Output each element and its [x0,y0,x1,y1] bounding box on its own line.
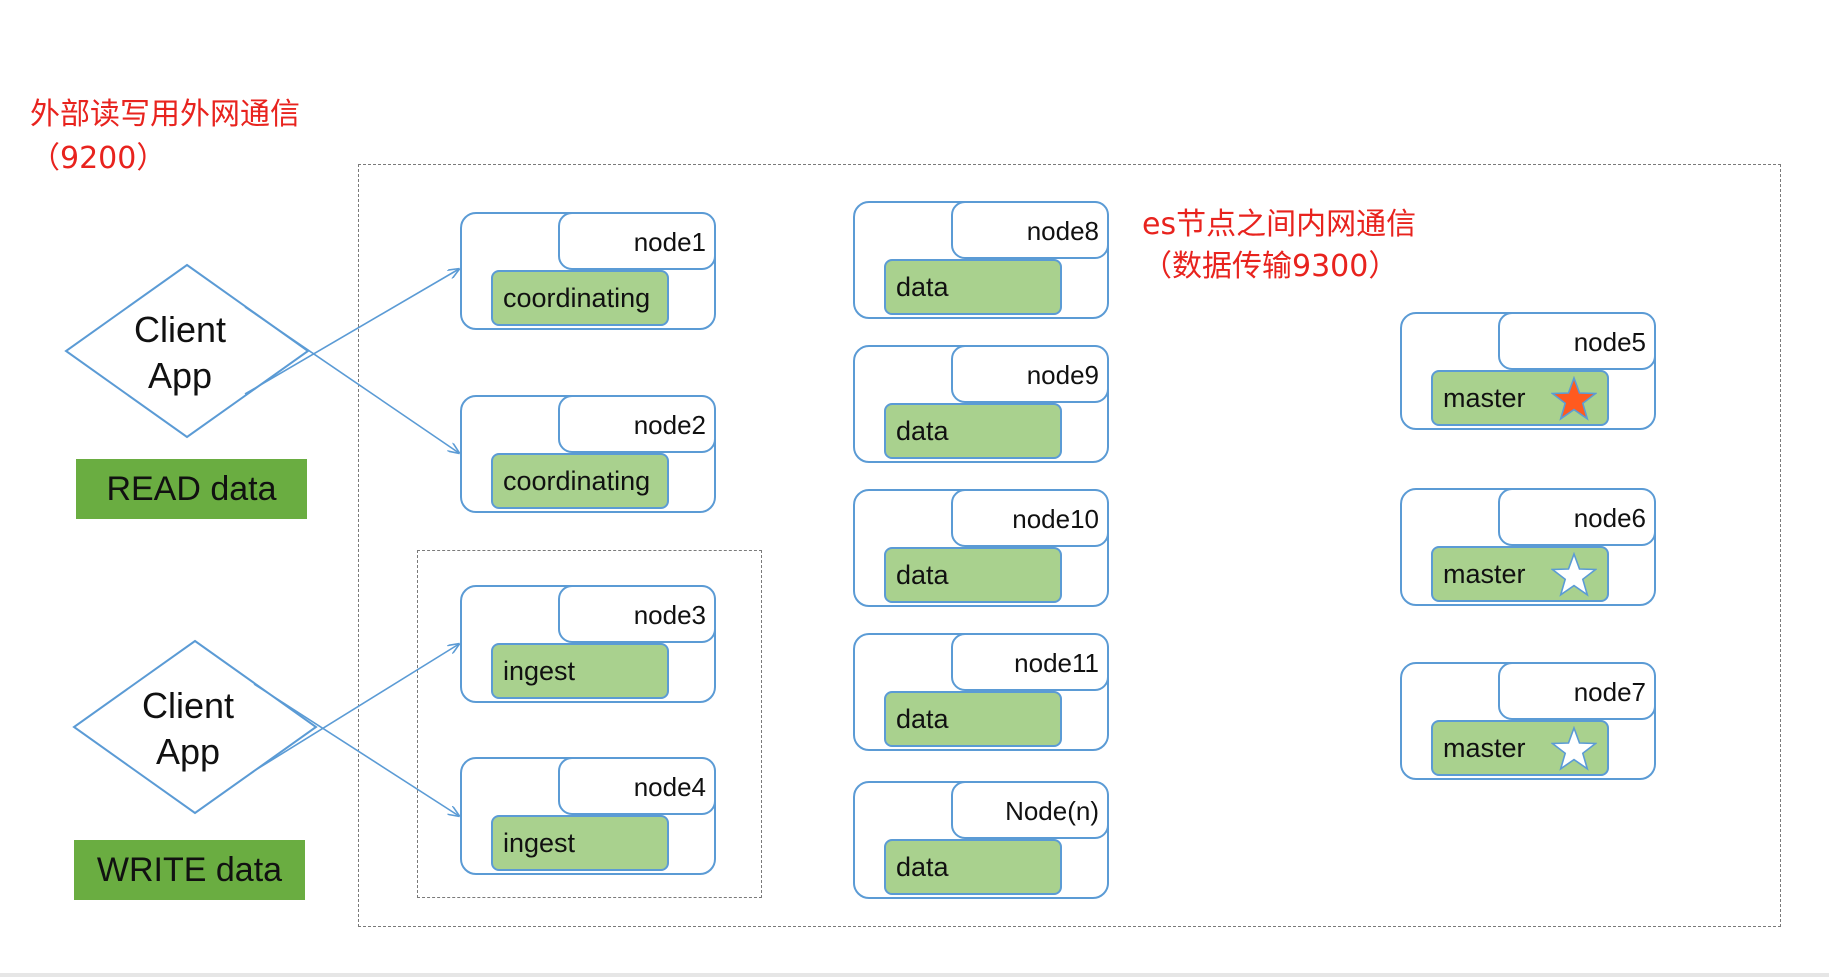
node-role: coordinating [491,270,669,326]
node-name: Node(n) [951,781,1109,839]
node-name: node8 [951,201,1109,259]
candidate-master-star-icon [1551,552,1597,597]
node-name: node9 [951,345,1109,403]
write-client-label-line1: Client [141,685,235,726]
node-coordinating-1: node1 coordinating [460,212,716,330]
node-data-3: node10 data [853,489,1109,607]
node-role: ingest [491,643,669,699]
read-client-label: Client App [115,307,245,399]
node-ingest-1: node3 ingest [460,585,716,703]
internal-note-port: （数据传输9300） [1142,249,1399,284]
node-role: data [884,839,1062,895]
node-role: data [884,403,1062,459]
node-role: master [1431,370,1609,426]
node-name: node11 [951,633,1109,691]
node-ingest-2: node4 ingest [460,757,716,875]
cluster-boundary [358,164,1781,927]
node-role: data [884,547,1062,603]
node-master-2: node6 master [1400,488,1656,606]
node-role: master [1431,546,1609,602]
external-note-port: （9200） [30,141,167,176]
node-name: node10 [951,489,1109,547]
internal-note-title: es节点之间内网通信 [1142,207,1417,242]
node-data-4: node11 data [853,633,1109,751]
node-name: node1 [558,212,716,270]
read-client-label-line1: Client [133,309,227,350]
node-role: data [884,691,1062,747]
external-note-title: 外部读写用外网通信 [30,97,300,132]
write-data-label: WRITE data [74,840,305,900]
node-role: coordinating [491,453,669,509]
node-role: master [1431,720,1609,776]
node-data-1: node8 data [853,201,1109,319]
page-bottom-divider [0,973,1829,977]
node-data-5: Node(n) data [853,781,1109,899]
node-role: ingest [491,815,669,871]
candidate-master-star-icon [1551,726,1597,771]
write-client-label: Client App [123,683,253,775]
node-master-1: node5 master [1400,312,1656,430]
node-name: node4 [558,757,716,815]
node-name: node2 [558,395,716,453]
read-data-label: READ data [76,459,307,519]
elected-master-star-icon [1551,376,1597,421]
node-name: node5 [1498,312,1656,370]
node-data-2: node9 data [853,345,1109,463]
node-name: node7 [1498,662,1656,720]
read-client-label-line2: App [147,355,213,396]
node-master-3: node7 master [1400,662,1656,780]
node-role: data [884,259,1062,315]
node-coordinating-2: node2 coordinating [460,395,716,513]
write-client-label-line2: App [155,731,221,772]
node-name: node3 [558,585,716,643]
node-name: node6 [1498,488,1656,546]
